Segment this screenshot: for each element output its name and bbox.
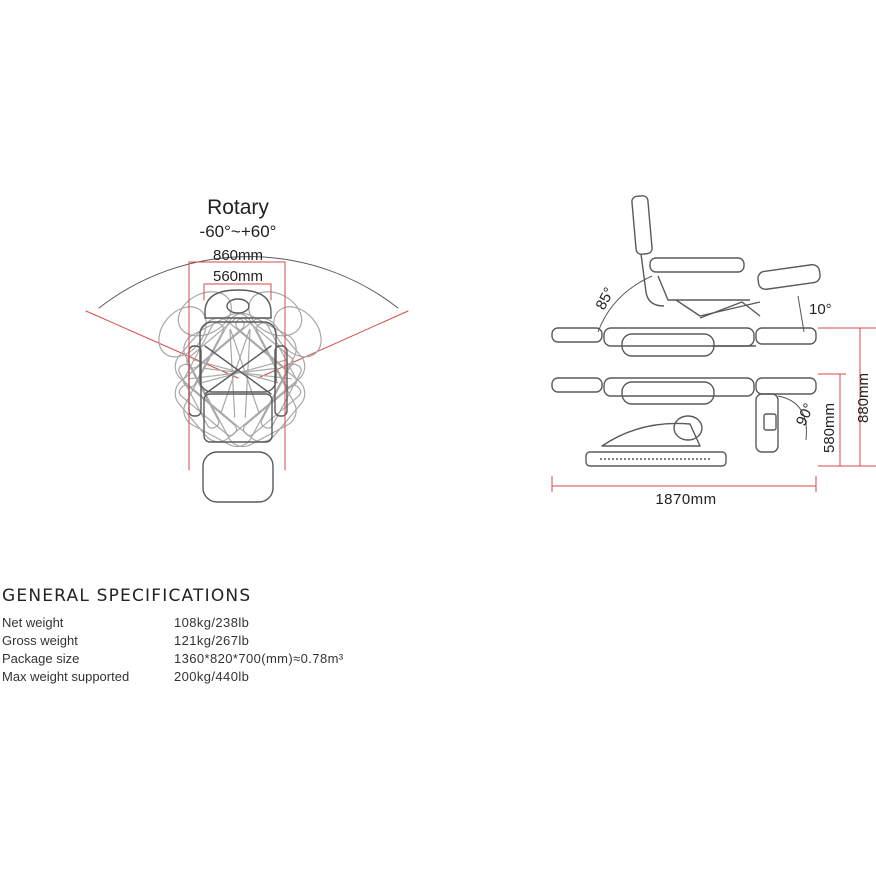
spec-label: Net weight bbox=[2, 615, 64, 630]
inner-width-label: 560mm bbox=[213, 268, 263, 285]
spec-value: 108kg/238lb bbox=[174, 615, 250, 630]
base-plate bbox=[585, 451, 727, 467]
total-length-label: 1870mm bbox=[655, 491, 716, 508]
legrest-angle-line bbox=[797, 295, 805, 333]
outer-width-label: 860mm bbox=[213, 247, 263, 264]
legrest-angle-label: 10° bbox=[809, 301, 832, 318]
rotary-range: -60°~+60° bbox=[200, 222, 277, 241]
specs-title: GENERAL SPECIFICATIONS bbox=[2, 586, 252, 606]
backrest-angle-arc bbox=[597, 275, 653, 333]
upright-chair bbox=[631, 195, 821, 319]
rotation-arc bbox=[98, 256, 399, 309]
lowered-chair bbox=[551, 377, 817, 467]
spec-label: Package size bbox=[2, 651, 80, 666]
main-chair-top bbox=[188, 289, 288, 503]
side-dimensions bbox=[551, 327, 876, 492]
seat-height-label: 580mm bbox=[821, 403, 838, 453]
legrest bbox=[202, 451, 274, 503]
rotation-guide-right bbox=[257, 310, 409, 379]
rotation-guide-left bbox=[85, 310, 239, 379]
rotary-label: Rotary bbox=[207, 196, 269, 219]
spec-label: Gross weight bbox=[2, 633, 78, 648]
spec-value: 1360*820*700(mm)≈0.78m³ bbox=[174, 651, 344, 666]
base-arm bbox=[601, 422, 701, 447]
face-hole bbox=[226, 298, 250, 314]
lowered-legrest bbox=[755, 393, 779, 453]
headrest bbox=[204, 289, 272, 319]
backrest bbox=[199, 321, 277, 393]
upright-armrest bbox=[649, 257, 745, 273]
seat bbox=[203, 393, 273, 443]
total-height-label: 880mm bbox=[855, 373, 872, 423]
side-view bbox=[551, 195, 821, 467]
armrest-right bbox=[274, 345, 288, 417]
backrest-angle-label: 85° bbox=[592, 285, 618, 313]
width-dimensions bbox=[188, 261, 286, 471]
flat-chair bbox=[551, 327, 817, 357]
spec-label: Max weight supported bbox=[2, 669, 130, 684]
top-view bbox=[85, 256, 409, 503]
leg-angle-arc bbox=[777, 395, 807, 441]
spec-value: 200kg/440lb bbox=[174, 669, 250, 684]
lift-column bbox=[673, 415, 703, 441]
spec-value: 121kg/267lb bbox=[174, 633, 250, 648]
